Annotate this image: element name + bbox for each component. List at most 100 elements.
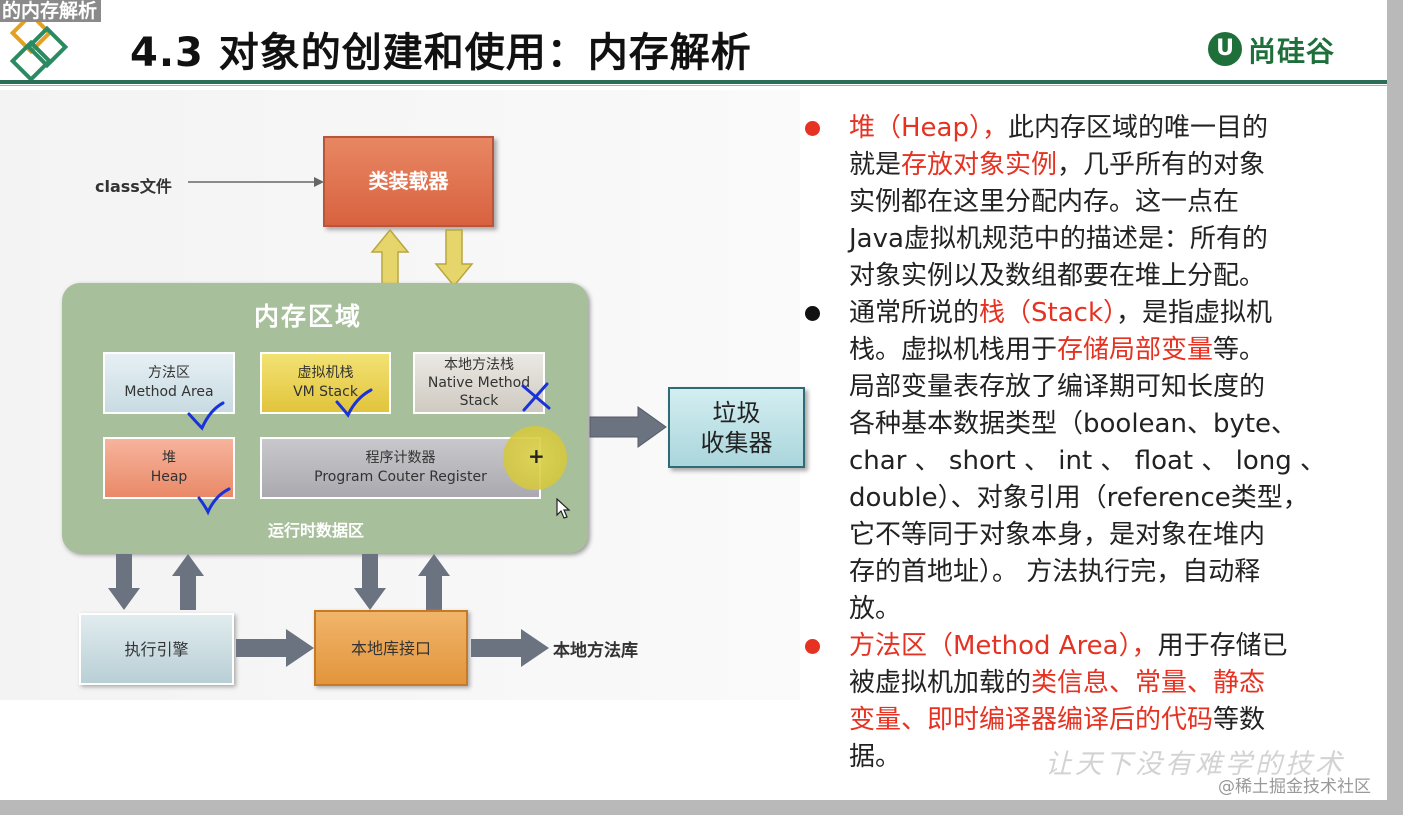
source-watermark: @稀土掘金技术社区: [1218, 777, 1371, 797]
gc-label-line1: 垃圾: [712, 398, 761, 427]
method-note-line4: 据。: [849, 742, 902, 772]
check-mark-heap-icon: [197, 487, 231, 516]
up-arrow-native-icon: [418, 554, 450, 610]
check-mark-method-area-icon: [187, 401, 225, 431]
stack-note-line8: 存的首地址）。 方法执行完，自动释: [849, 557, 1261, 587]
heap-box: 堆 Heap: [103, 437, 235, 499]
exec-to-native-arrow-icon: [236, 629, 314, 667]
cross-mark-native-stack-icon: [521, 382, 551, 412]
brand-name: 尚硅谷: [1248, 35, 1336, 68]
native-to-library-arrow-icon: [471, 629, 549, 667]
memory-area-label: 内存区域: [254, 302, 363, 331]
title-rule: [0, 80, 1387, 84]
method-note-line3: 变量、即时编译器编译后的代码等数: [849, 702, 1380, 739]
method-highlight-2: 变量、即时编译器编译后的代码: [849, 705, 1214, 735]
heap-cn: 堆: [162, 450, 176, 466]
stack-note-line5: char 、 short 、 int 、 float 、 long 、: [849, 446, 1327, 476]
native-interface-box: 本地库接口: [314, 610, 468, 686]
runtime-area-label: 运行时数据区: [268, 521, 365, 540]
slide-title: 4.3 对象的创建和使用：内存解析: [130, 30, 752, 76]
stack-note: 通常所说的栈（Stack），是指虚拟机 栈。虚拟机栈用于存储局部变量等。 局部变…: [805, 295, 1380, 628]
stack-note-line7: 它不等同于对象本身，是对象在堆内: [849, 520, 1266, 550]
stack-note-line4: 各种基本数据类型（boolean、byte、: [849, 409, 1298, 439]
stack-note-line9: 放。: [849, 594, 902, 624]
native-stack-en1: Native Method: [427, 375, 531, 391]
heap-note-line1: 堆（Heap），此内存区域的唯一目的: [849, 110, 1380, 147]
heap-term: 堆（Heap），: [849, 113, 1008, 143]
stack-text-4: 等。: [1213, 335, 1266, 365]
heap-highlight: 存放对象实例: [901, 150, 1058, 180]
pc-register-box: 程序计数器 Program Couter Register: [260, 437, 541, 499]
up-arrow-icon: [370, 228, 410, 287]
notes-panel: 堆（Heap），此内存区域的唯一目的 就是存放对象实例，几乎所有的对象 实例都在…: [805, 110, 1380, 776]
gc-label-line2: 收集器: [700, 428, 773, 457]
class-file-arrow: [188, 177, 324, 187]
method-text-3: 等数: [1213, 705, 1266, 735]
pc-register-en: Program Couter Register: [314, 469, 487, 485]
down-arrow-exec-icon: [108, 554, 140, 610]
gc-arrow-icon: [589, 406, 667, 448]
method-highlight-1: 类信息、常量、静态: [1031, 668, 1266, 698]
execution-engine-box: 执行引擎: [79, 613, 234, 685]
stack-note-line6: double）、对象引用（reference类型，: [849, 483, 1309, 513]
heap-note: 堆（Heap），此内存区域的唯一目的 就是存放对象实例，几乎所有的对象 实例都在…: [805, 110, 1380, 295]
slogan-watermark: 让天下没有难学的技术: [1045, 749, 1345, 780]
class-loader-label: 类装载器: [368, 169, 449, 193]
native-stack-cn: 本地方法栈: [444, 357, 514, 373]
brand-logo: U 尚硅谷: [1208, 28, 1368, 72]
native-stack-box: 本地方法栈 Native Method Stack: [413, 352, 545, 414]
mouse-cursor-icon: [556, 498, 571, 519]
garbage-collector-box: 垃圾 收集器: [668, 387, 805, 468]
brand-mark-icon: U: [1208, 32, 1242, 66]
jvm-memory-diagram: class文件 类装载器 内存区域 方法区 Method Area 虚拟机栈 V…: [0, 90, 805, 700]
pc-register-cn: 程序计数器: [365, 450, 436, 466]
red-bullet-icon: [805, 639, 820, 654]
stack-term: 栈（Stack）: [979, 298, 1116, 328]
method-area-en: Method Area: [124, 384, 214, 400]
stack-text-1: 通常所说的: [849, 298, 980, 328]
black-bullet-icon: [805, 306, 820, 321]
native-interface-label: 本地库接口: [350, 638, 431, 658]
stack-text-3: 栈。虚拟机栈用于: [849, 335, 1058, 365]
method-text-1: 用于存储已: [1157, 631, 1288, 661]
heap-note-line5: 对象实例以及数组都要在堆上分配。: [849, 261, 1266, 291]
stack-note-line2: 栈。虚拟机栈用于存储局部变量等。: [849, 332, 1380, 369]
heap-note-line4: Java虚拟机规范中的描述是：所有的: [849, 224, 1268, 254]
execution-engine-label: 执行引擎: [124, 639, 189, 659]
method-term: 方法区（Method Area），: [849, 631, 1158, 661]
check-mark-vm-stack-icon: [335, 388, 373, 418]
up-arrow-exec-icon: [172, 554, 204, 610]
method-text-2: 被虚拟机加载的: [849, 668, 1032, 698]
heap-text-2: 就是: [849, 150, 902, 180]
title-rule-thin: [0, 85, 1387, 86]
stack-note-line1: 通常所说的栈（Stack），是指虚拟机: [849, 295, 1380, 332]
heap-en: Heap: [150, 469, 188, 485]
class-file-label: class文件: [95, 177, 172, 196]
method-note-line1: 方法区（Method Area），用于存储已: [849, 628, 1380, 665]
method-area-cn: 方法区: [148, 365, 190, 381]
memory-area-panel: 内存区域 方法区 Method Area 虚拟机栈 VM Stack 本地方法栈…: [62, 283, 588, 553]
method-area-box: 方法区 Method Area: [103, 352, 235, 414]
stack-text-2: ，是指虚拟机: [1116, 298, 1273, 328]
vm-stack-en: VM Stack: [293, 384, 358, 400]
red-bullet-icon: [805, 121, 820, 136]
native-stack-en2: Stack: [459, 393, 499, 409]
vm-stack-box: 虚拟机栈 VM Stack: [260, 352, 391, 414]
heap-note-line3: 实例都在这里分配内存。这一点在: [849, 187, 1240, 217]
stack-highlight: 存储局部变量: [1057, 335, 1214, 365]
pointer-highlight: [503, 426, 567, 490]
down-arrow-icon: [434, 229, 474, 288]
pointer-plus-icon: +: [528, 444, 545, 468]
heap-note-line2: 就是存放对象实例，几乎所有的对象: [849, 147, 1380, 184]
class-loader-box: 类装载器: [323, 136, 494, 227]
window-caption: 的内存解析: [0, 0, 102, 22]
diamond-logo-icon: [9, 16, 69, 82]
heap-text-1: 此内存区域的唯一目的: [1007, 113, 1268, 143]
heap-text-3: ，几乎所有的对象: [1057, 150, 1266, 180]
slide: 的内存解析 4.3 对象的创建和使用：内存解析 U 尚硅谷 class文件 类装…: [0, 0, 1387, 800]
down-arrow-native-icon: [354, 554, 386, 610]
vm-stack-cn: 虚拟机栈: [297, 365, 354, 381]
stack-note-line3: 局部变量表存放了编译期可知长度的: [849, 372, 1266, 402]
native-library-label: 本地方法库: [553, 641, 638, 661]
method-note-line2: 被虚拟机加载的类信息、常量、静态: [849, 665, 1380, 702]
